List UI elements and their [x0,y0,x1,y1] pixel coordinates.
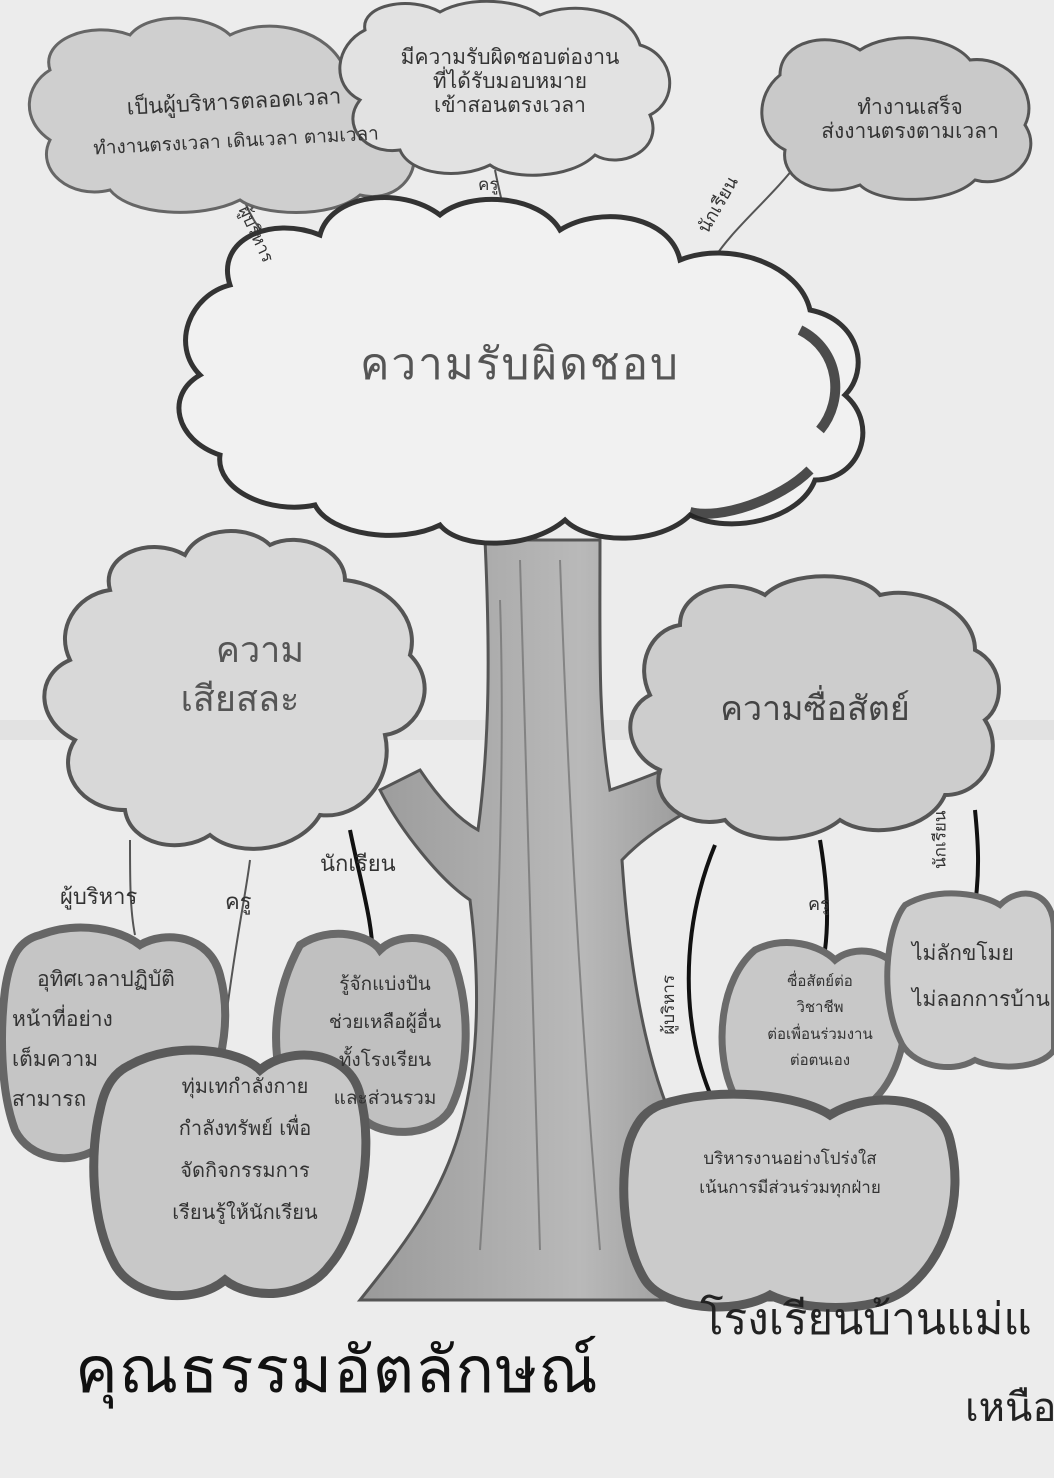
cloud-teacher-top-line-2: ที่ได้รับมอบหมาย [432,69,588,94]
cloud-student-top-line-2: ส่งงานตรงตามเวลา [821,119,999,144]
apple-student-right [884,890,1054,1071]
apple-teacher-right-line-4: ต่อตนเอง [789,1050,851,1069]
apple-teacher-left-text: ทุ่มเทกำลังกาย กำลังทรัพย์ เพื่อ จัดกิจก… [145,1065,345,1233]
apple-student-right-line-2: ไม่ลอกการบ้าน [912,987,1050,1012]
branch-label-student-right: นักเรียน [930,810,951,869]
cloud-student-top-text: ทำงานเสร็จ ส่งงานตรงตามเวลา [790,95,1030,143]
apple-student-left-line-2: ช่วยเหลือผู้อื่น [328,1011,442,1033]
cloud-honesty-text: ความซื่อสัตย์ [720,689,910,729]
apple-teacher-left-line-3: จัดกิจกรรมการ [180,1158,310,1182]
apple-teacher-left-line-1: ทุ่มเทกำลังกาย [181,1074,309,1098]
apple-student-left-text: รู้จักแบ่งปัน ช่วยเหลือผู้อื่น ทั้งโรงเร… [300,965,470,1117]
branch-label-teacher-left: ครู [225,890,252,915]
cloud-honesty [628,574,1001,841]
cloud-sacrifice-line-2: เสียสละ [180,679,300,721]
cloud-admin-top [27,16,416,214]
cloud-teacher-top [338,0,672,177]
apple-admin-left-line-2: หน้าที่อย่าง [12,1006,113,1031]
cloud-sacrifice [42,529,427,851]
apple-student-right-text: ไม่ลักขโมย ไม่ลอกการบ้าน [912,930,1050,1022]
apple-teacher-right-line-2: วิชาชีพ [796,998,844,1017]
branch-label-admin-left: ผู้บริหาร [60,885,138,910]
branch-label-admin-right: ผู้บริหาร [659,974,680,1035]
cloud-student-top-line-1: ทำงานเสร็จ [857,95,963,119]
apple-student-left-line-1: รู้จักแบ่งปัน [339,973,431,995]
apple-admin-right-line-2: เน้นการมีส่วนร่วมทุกฝ่าย [699,1177,881,1198]
school-name: โรงเรียนบ้านแม่แ [700,1294,1032,1345]
apple-admin-right [619,1089,960,1312]
cloud-main [176,195,866,546]
apple-student-right-line-1: ไม่ลักขโมย [912,941,1014,965]
cloud-student-top [760,36,1033,201]
branch-label-teacher-top: ครู [478,175,499,195]
apple-teacher-left-line-2: กำลังทรัพย์ เพื่อ [178,1116,312,1140]
apple-teacher-right-line-1: ซื่อสัตย์ต่อ [787,972,853,990]
cloud-teacher-top-line-1: มีความรับผิดชอบต่องาน [400,45,620,69]
apple-admin-left-line-1: อุทิศเวลาปฏิบัติ [37,967,175,991]
apple-teacher-right-line-3: ต่อเพื่อนร่วมงาน [767,1024,873,1043]
main-cloud-title: ความรับผิดชอบ [360,339,680,390]
apple-student-left-line-3: ทั้งโรงเรียน [338,1049,432,1071]
apple-admin-right-line-1: บริหารงานอย่างโปร่งใส [703,1149,877,1169]
branch-label-teacher-right: ครู [808,894,830,915]
cloud-teacher-top-line-3: เข้าสอนตรงเวลา [434,93,586,118]
school-region: เหนือ [965,1385,1054,1431]
apple-teacher-right-text: ซื่อสัตย์ต่อ วิชาชีพ ต่อเพื่อนร่วมงาน ต่… [745,968,895,1073]
apple-admin-left-text: อุทิศเวลาปฏิบัติ หน้าที่อย่าง เต็มความ ส… [12,960,175,1120]
poster-title: คุณธรรมอัตลักษณ์ [75,1334,599,1408]
apple-admin-left-line-4: สามารถ [12,1086,87,1111]
apple-admin-right-text: บริหารงานอย่างโปร่งใส เน้นการมีส่วนร่วมท… [640,1145,940,1203]
cloud-teacher-top-text: มีความรับผิดชอบต่องาน ที่ได้รับมอบหมาย เ… [375,45,645,117]
apple-admin-left-line-3: เต็มความ [12,1046,99,1071]
cloud-sacrifice-line-1: ความ [215,630,305,671]
apple-student-left-line-4: และส่วนรวม [333,1087,437,1109]
apple-teacher-left [89,1045,371,1301]
branch-label-student-left: นักเรียน [320,852,396,877]
apple-teacher-left-line-4: เรียนรู้ให้นักเรียน [172,1200,318,1224]
cloud-sacrifice-text: ความ เสียสละ [140,630,340,721]
